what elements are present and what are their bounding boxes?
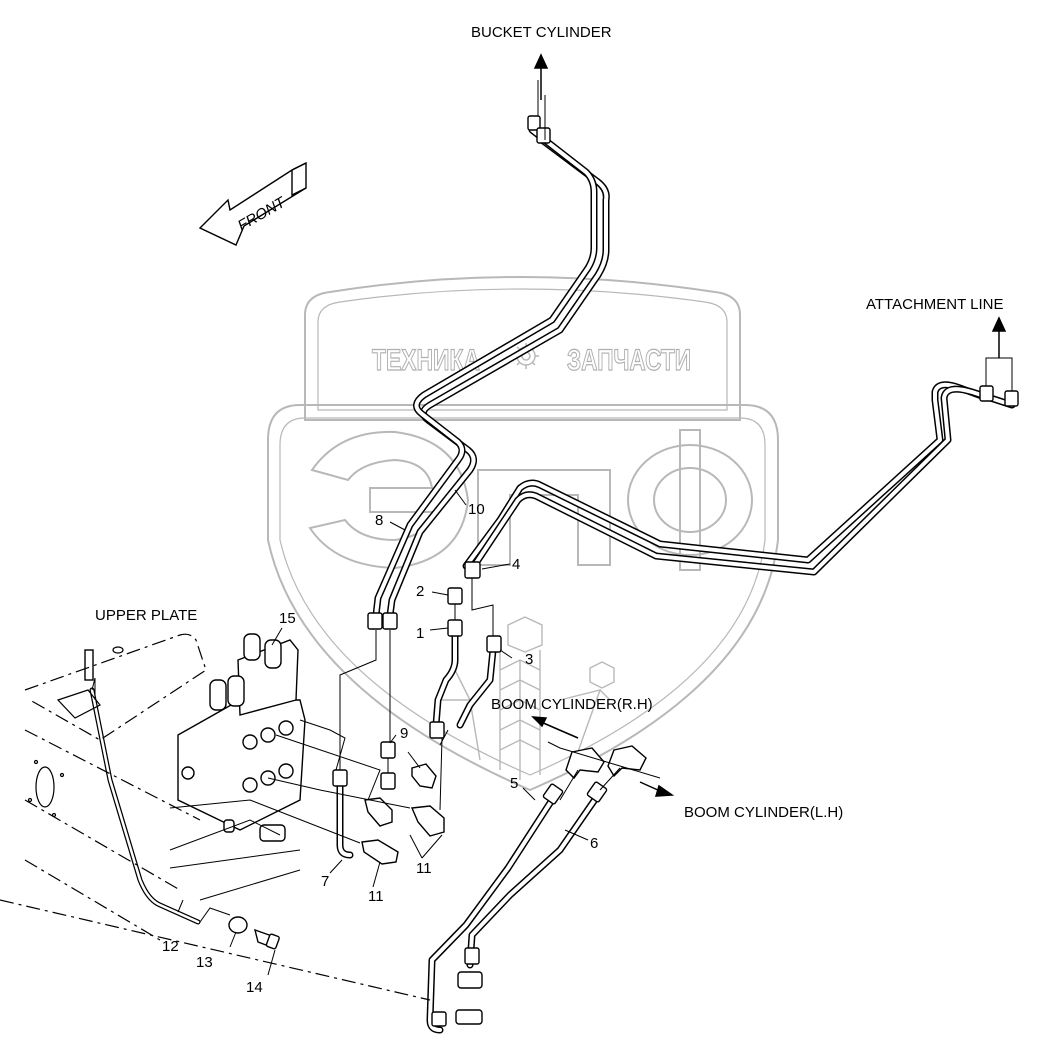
pipe-8-bucket (372, 126, 598, 619)
fitting-bucket-b (536, 127, 551, 144)
fitting-attach-a (979, 385, 994, 402)
upper-plate (0, 633, 431, 1001)
callout-12[interactable]: 12 (162, 938, 179, 955)
fitting-8 (367, 612, 383, 630)
callout-11-right[interactable]: 11 (416, 860, 432, 877)
callout-15[interactable]: 15 (279, 610, 296, 627)
watermark-shield (267, 404, 779, 792)
leader-lines (91, 80, 1013, 976)
arrow-attachment-line (991, 316, 1007, 358)
tee-boom-lh (607, 745, 647, 778)
callout-7[interactable]: 7 (321, 873, 330, 890)
callout-4[interactable]: 4 (512, 556, 521, 573)
fitting-bottom-connector (455, 1009, 483, 1025)
front-arrow (198, 161, 307, 246)
watermark-badge-top (304, 276, 741, 421)
callout-14[interactable]: 14 (246, 979, 263, 996)
pipe-1 (432, 631, 459, 729)
arrow-boom-rh (531, 716, 579, 739)
elbow-11c (361, 839, 399, 865)
callout-10[interactable]: 10 (468, 501, 485, 518)
bucket-cylinder-label: BUCKET CYLINDER (471, 24, 612, 41)
callout-3[interactable]: 3 (525, 651, 534, 668)
fitting-bottom-elbow (457, 971, 483, 989)
callout-1[interactable]: 1 (416, 625, 425, 642)
fitting-9a (380, 741, 396, 759)
upper-plate-label: UPPER PLATE (95, 607, 198, 624)
callout-9[interactable]: 9 (400, 725, 409, 742)
direction-arrows (531, 53, 1007, 797)
fitting-7 (332, 769, 348, 787)
watermark-text-right: ЗАПЧАСТИ (567, 344, 691, 377)
callout-6[interactable]: 6 (590, 835, 599, 852)
pipes (89, 126, 1016, 1034)
fitting-1 (447, 619, 463, 637)
fitting-5 (542, 783, 564, 805)
callout-8[interactable]: 8 (375, 512, 384, 529)
fitting-5-end (431, 1011, 447, 1027)
attachment-line-label: ATTACHMENT LINE (866, 296, 1004, 313)
boom-cylinder-rh-label: BOOM CYLINDER(R.H) (491, 696, 653, 713)
control-valve (177, 633, 306, 842)
watermark-letter-p (477, 469, 611, 566)
fitting-4 (464, 561, 481, 579)
fitting-10 (382, 612, 398, 630)
callout-13[interactable]: 13 (196, 954, 213, 971)
fitting-9b (380, 772, 396, 790)
fitting-11-right (429, 721, 445, 739)
frame-access-hole (35, 766, 55, 808)
arrow-boom-lh (639, 781, 675, 797)
fitting-bucket-a (527, 115, 541, 131)
fitting-6-end (464, 947, 480, 965)
elbow-top (411, 763, 437, 789)
elbow-11b (410, 805, 445, 837)
callout-2[interactable]: 2 (416, 583, 425, 600)
elbow-11a (364, 797, 393, 827)
watermark-letter-e (308, 430, 470, 570)
pipe-10-bucket (386, 136, 610, 619)
arrow-bucket-cylinder (533, 53, 549, 100)
callout-5[interactable]: 5 (510, 775, 519, 792)
pipe-attachment-b (470, 385, 1016, 576)
stud (84, 649, 94, 681)
callout-11-left[interactable]: 11 (368, 888, 384, 905)
fitting-3 (486, 635, 502, 653)
tee-boom-rh (565, 747, 605, 780)
fitting-attach-b (1004, 390, 1019, 407)
pipe-12 (89, 687, 201, 925)
fittings (84, 115, 1019, 1027)
fitting-6 (586, 781, 608, 803)
pipe-3 (456, 646, 497, 729)
watermark-letter-f (627, 429, 753, 571)
fitting-13 (228, 916, 248, 934)
pipe-7 (336, 781, 354, 859)
pipe-5 (426, 796, 556, 1034)
boom-cylinder-lh-label: BOOM CYLINDER(L.H) (684, 804, 844, 821)
pipe-attachment-a (462, 381, 991, 570)
fitting-2 (447, 587, 463, 605)
